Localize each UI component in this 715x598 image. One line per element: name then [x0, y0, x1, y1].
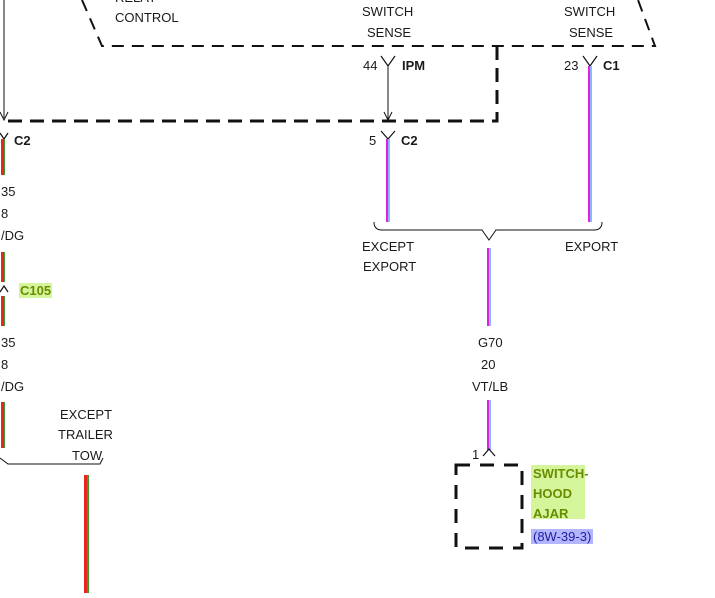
mid-c2-name: C2	[401, 133, 418, 148]
except-export-label-2: EXPORT	[363, 259, 417, 274]
g70-color: VT/LB	[472, 379, 509, 394]
export-wire	[588, 66, 592, 222]
c1-switch-sense-label-1: SWITCH	[564, 4, 616, 19]
except-export-label-1: EXCEPT	[362, 239, 415, 254]
c1-pin-number: 23	[564, 58, 578, 73]
switch-name-line-2[interactable]: HOOD	[533, 486, 572, 501]
c1-switch-sense-label-2: SENSE	[569, 25, 614, 40]
left-wire-color: /DG	[1, 228, 25, 243]
g70-wire-upper	[487, 248, 491, 326]
switch-name-highlight	[531, 465, 585, 519]
switch-name-line-1[interactable]: SWITCH-	[533, 466, 589, 481]
ipm-pin-number: 44	[363, 58, 377, 73]
splice-bracket	[373, 221, 603, 241]
except-trailer-tow-label-2: TRAILER	[58, 427, 113, 442]
mid-c2-connector-icon	[380, 130, 396, 140]
left-wire-color-lower: /DG	[1, 379, 25, 394]
hood-ajar-switch-box	[454, 463, 524, 550]
left-wire-gauge-lower: 8	[1, 357, 9, 372]
switch-pin-number: 1	[472, 447, 479, 462]
left-wire-circuit-lower: 35	[1, 335, 16, 350]
switch-connector-icon	[482, 448, 496, 457]
left-wire	[1, 139, 5, 448]
ref-link[interactable]: (8W-39-3)	[531, 529, 594, 544]
relay-control-label-1: RELAY	[115, 0, 157, 8]
ipm-arrow-icon	[383, 111, 393, 122]
left-wire-circuit: 35	[1, 184, 16, 199]
c105-link[interactable]: C105	[19, 283, 53, 298]
g70-circuit: G70	[478, 335, 503, 350]
ipm-name: IPM	[402, 58, 425, 73]
left-wire-gauge: 8	[1, 206, 9, 221]
c1-pin-connector-icon	[582, 55, 598, 68]
left-arrow-icon	[0, 111, 9, 122]
mid-c2-pin-number: 5	[369, 133, 376, 148]
except-trailer-tow-label-3: TOW	[72, 448, 103, 463]
trailer-tow-bracket	[0, 457, 104, 465]
except-export-wire	[386, 139, 390, 222]
ipm-switch-sense-label-2: SENSE	[367, 25, 412, 40]
export-label: EXPORT	[565, 239, 619, 254]
module-outline-top	[81, 0, 657, 47]
c105-connector-icon	[0, 284, 9, 293]
ipm-pin-connector-icon	[380, 55, 396, 68]
relay-control-label-2: CONTROL	[115, 10, 179, 25]
except-trailer-tow-label-1: EXCEPT	[60, 407, 113, 422]
c1-name: C1	[603, 58, 620, 73]
ipm-switch-sense-label-1: SWITCH	[362, 4, 414, 19]
left-c2-connector-icon	[0, 132, 9, 141]
trailer-tow-wire	[84, 475, 89, 593]
g70-wire-lower	[487, 400, 491, 450]
left-c2-name: C2	[14, 133, 31, 148]
switch-name-line-3[interactable]: AJAR	[533, 506, 569, 521]
g70-gauge: 20	[481, 357, 496, 372]
ipm-outline	[4, 46, 499, 123]
